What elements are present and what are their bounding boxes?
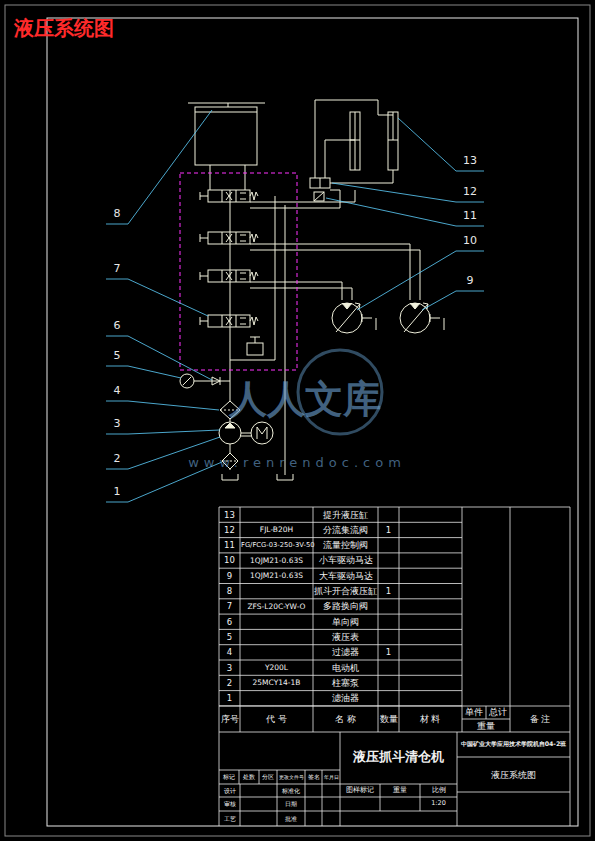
sheet-title: 液压系统图 [14,16,174,40]
title-block-cell: 图样标记 [341,787,379,795]
table-cell: 多路换向阀 [314,601,377,611]
table-cell: 25MCY14-1B [241,678,312,687]
table-cell: ZFS-L20C-YW-O [241,602,312,611]
title-block-cell: 更改文件号 [278,774,305,780]
callout-number: 5 [107,349,127,362]
callout-number: 8 [107,207,127,220]
callout-number: 3 [107,417,127,430]
table-header: 总计 [487,707,509,717]
table-header: 重量 [463,721,509,731]
parts-table [219,507,570,826]
table-cell: 液压表 [314,632,377,642]
table-cell: 流量控制阀 [314,540,377,550]
callout-number: 2 [107,452,127,465]
title-block-cell: 重量 [381,787,419,795]
table-header: 代 号 [241,714,312,724]
table-cell: 10 [220,555,239,565]
table-cell: 5 [220,632,239,642]
table-cell: 1 [379,647,398,657]
drawing-title: 液压系统图 [459,770,569,781]
callout-number: 9 [459,274,481,287]
table-cell: 9 [220,571,239,581]
table-cell: 过滤器 [314,647,377,657]
table-cell: 分流集流阀 [314,525,377,535]
title-block-cell: 日期 [278,800,305,807]
callout-number: 12 [459,185,481,198]
table-cell: 6 [220,617,239,627]
title-block-cell: 标记 [220,773,239,780]
scale-value: 1:20 [421,800,456,808]
school-name: 中国矿业大学应用技术学院机自04-2班 [458,740,570,748]
table-cell: 4 [220,647,239,657]
title-block-cell: 签名 [306,773,322,780]
title-block-cell: 审核 [220,800,240,807]
drawing-name: 液压抓斗清仓机 [341,749,455,765]
table-cell: 8 [220,586,239,596]
callout-number: 4 [107,384,127,397]
table-header: 名 称 [314,714,377,724]
table-cell: 电动机 [314,663,377,673]
table-cell: 3 [220,663,239,673]
table-cell: Y200L [241,663,312,672]
title-block-cell: 处数 [240,773,259,780]
table-header: 材 料 [400,714,460,724]
table-cell: 柱塞泵 [314,678,377,688]
table-cell: 1QJM21-0.63S [241,571,312,580]
table-cell: 提升液压缸 [314,510,377,520]
table-cell: FG/FCG-03-250-3V-50 [241,541,312,549]
title-block-cell: 设计 [220,787,240,794]
table-header: 单件 [463,707,485,717]
table-cell: 抓斗开合液压缸 [314,586,377,596]
table-cell: 小车驱动马达 [314,555,377,565]
title-block-cell: 年月日 [323,774,340,780]
leader-lines [106,110,484,502]
table-cell: 1QJM21-0.63S [241,556,312,565]
table-cell: 7 [220,601,239,611]
title-block-cell: 比例 [421,787,456,795]
table-cell: 1 [379,586,398,596]
table-cell: 13 [220,510,239,520]
table-cell: 单向阀 [314,617,377,627]
title-block-cell: 批准 [278,815,305,822]
title-block-cell: 标准化 [278,787,305,794]
callout-number: 11 [459,209,481,222]
table-cell: 滤油器 [314,693,377,703]
table-header: 备 注 [511,714,569,724]
table-cell: FJL-B20H [241,525,312,534]
callout-number: 10 [459,234,481,247]
watermark: 人人文库 [200,377,410,423]
callout-number: 6 [107,319,127,332]
table-cell: 12 [220,525,239,535]
callout-number: 1 [107,485,127,498]
table-cell: 大车驱动马达 [314,571,377,581]
table-cell: 2 [220,678,239,688]
table-cell: 1 [220,693,239,703]
watermark: www.renrendoc.com [152,455,442,471]
table-header: 序号 [220,714,239,724]
table-header: 数量 [379,714,398,724]
title-block-cell: 分区 [260,773,277,780]
callout-number: 7 [107,262,127,275]
table-cell: 1 [379,525,398,535]
title-block-cell: 工艺 [220,815,240,822]
table-cell: 11 [220,540,239,550]
callout-number: 13 [459,154,481,167]
